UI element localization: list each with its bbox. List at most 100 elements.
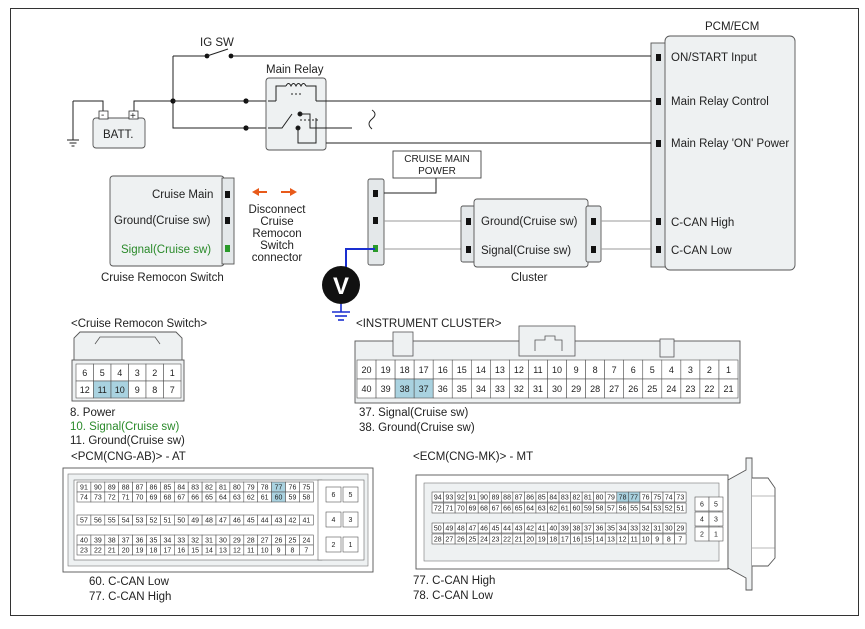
ecm-pin-14-label: 14 bbox=[596, 536, 604, 543]
cluster-pin-3-label: 3 bbox=[688, 365, 693, 375]
pcm-pin-39-label: 39 bbox=[94, 537, 102, 544]
cluster-pin-22-label: 22 bbox=[704, 384, 714, 394]
ecm-pin-91-label: 91 bbox=[469, 494, 477, 501]
pcm-pin-84-label: 84 bbox=[177, 484, 185, 491]
pcm-pin-81-label: 81 bbox=[219, 484, 227, 491]
ecm-connector-title: <ECM(CNG-MK)> - MT bbox=[413, 451, 533, 463]
pcm-side-pin-6-cell bbox=[325, 486, 342, 503]
pcm-pin-87-label: 87 bbox=[136, 484, 144, 491]
ecm-side-pin-1-label: 1 bbox=[714, 531, 718, 538]
pcm-pin-55-label: 55 bbox=[108, 517, 116, 524]
cruise-pin-12-label: 12 bbox=[80, 385, 90, 395]
ecm-pin-12-label: 12 bbox=[619, 536, 627, 543]
cruise-remocon-switch-title: Cruise Remocon Switch bbox=[101, 272, 224, 284]
disconnect-line-5: connector bbox=[252, 252, 303, 264]
ecm-pin-38-label: 38 bbox=[572, 525, 580, 532]
ecm-pin-31-label: 31 bbox=[653, 525, 661, 532]
pcm-pin-46-label: 46 bbox=[233, 517, 241, 524]
cluster-pin-4-label: 4 bbox=[669, 365, 674, 375]
ecm-side-pin-3-cell bbox=[708, 511, 724, 527]
cluster-pin-19-label: 19 bbox=[381, 365, 391, 375]
pcm-pin-79-label: 79 bbox=[247, 484, 255, 491]
pcm-pin-7-cell bbox=[299, 544, 314, 556]
cluster-title: Cluster bbox=[511, 272, 548, 284]
main-relay-on-power-label: Main Relay 'ON' Power bbox=[671, 138, 789, 150]
pcm-pin-22-label: 22 bbox=[94, 547, 102, 554]
voltmeter-symbol bbox=[322, 266, 360, 304]
ecm-pin-29-label: 29 bbox=[676, 525, 684, 532]
pcm-pin-31-label: 31 bbox=[205, 537, 213, 544]
cluster-pin-r1 bbox=[591, 218, 596, 225]
ecm-pin-48-label: 48 bbox=[457, 525, 465, 532]
main-relay-label: Main Relay bbox=[266, 64, 324, 76]
cruise-pin-9-label: 9 bbox=[135, 385, 140, 395]
pcm-pin-50-label: 50 bbox=[177, 517, 185, 524]
ecm-pin-8-label: 8 bbox=[667, 536, 671, 543]
pcm-pin-72-label: 72 bbox=[108, 494, 116, 501]
pcm-pin-25-label: 25 bbox=[289, 537, 297, 544]
ecm-pin-61-label: 61 bbox=[561, 505, 569, 512]
ecm-pin-79-label: 79 bbox=[607, 494, 615, 501]
pcm-pin-40-label: 40 bbox=[80, 537, 88, 544]
cruise-pin-7-label: 7 bbox=[170, 385, 175, 395]
pcm-pin-19-label: 19 bbox=[136, 547, 144, 554]
cluster-pin-25-label: 25 bbox=[647, 384, 657, 394]
pcm-pin-38-label: 38 bbox=[108, 537, 116, 544]
pcm-pin-78-label: 78 bbox=[261, 484, 269, 491]
pcm-pin-54-label: 54 bbox=[122, 517, 130, 524]
pcm-pin-26-label: 26 bbox=[275, 537, 283, 544]
pcm-pin-15-label: 15 bbox=[191, 547, 199, 554]
cluster-pin-38-label: 38 bbox=[400, 384, 410, 394]
main-relay-box bbox=[265, 77, 327, 151]
pcm-pin-41-cell bbox=[299, 514, 314, 526]
pcm-pin-64-label: 64 bbox=[219, 494, 227, 501]
ecm-pin-19-label: 19 bbox=[538, 536, 546, 543]
pcm-pin-c-can-high bbox=[656, 218, 661, 225]
cluster-pin-20-label: 20 bbox=[362, 365, 372, 375]
pcm-side-pin-4-label: 4 bbox=[332, 517, 336, 524]
ecm-pin-58-label: 58 bbox=[596, 505, 604, 512]
pcm-pin-68-label: 68 bbox=[163, 494, 171, 501]
cluster-pin-2-label: 2 bbox=[707, 365, 712, 375]
cluster-pin-l2 bbox=[466, 246, 471, 253]
cruise-main-power-box bbox=[392, 150, 482, 179]
cluster-right-connector bbox=[585, 205, 602, 263]
ecm-pin-73-label: 73 bbox=[676, 494, 684, 501]
on-start-input-label: ON/START Input bbox=[671, 52, 757, 64]
pcm-pin-91-label: 91 bbox=[80, 484, 88, 491]
ecm-pin-73-cell bbox=[674, 491, 687, 503]
ecm-pin-78-label: 78 bbox=[619, 494, 627, 501]
ecm-pin-69-label: 69 bbox=[469, 505, 477, 512]
cluster-pin-34-label: 34 bbox=[476, 384, 486, 394]
cluster-pin-40-label: 40 bbox=[362, 384, 372, 394]
ecm-pin-45-label: 45 bbox=[492, 525, 500, 532]
ecm-pin-77-label: 77 bbox=[630, 494, 638, 501]
pcm-pin-32-label: 32 bbox=[191, 537, 199, 544]
cluster-note-signal: 37. Signal(Cruise sw) bbox=[359, 407, 468, 419]
pcm-pin-12-label: 12 bbox=[233, 547, 241, 554]
ecm-side-pin-5-cell bbox=[708, 496, 724, 512]
ecm-pin-83-label: 83 bbox=[561, 494, 569, 501]
ecm-pin-62-label: 62 bbox=[549, 505, 557, 512]
ecm-pin-74-label: 74 bbox=[665, 494, 673, 501]
ecm-pin-40-label: 40 bbox=[549, 525, 557, 532]
ecm-pin-65-label: 65 bbox=[515, 505, 523, 512]
ecm-pin-47-label: 47 bbox=[469, 525, 477, 532]
pcm-pin-c-can-low bbox=[656, 246, 661, 253]
cluster-pin-l1 bbox=[466, 218, 471, 225]
ecm-note-c-can-low: 78. C-CAN Low bbox=[413, 590, 494, 602]
cruise-note-signal: 10. Signal(Cruise sw) bbox=[70, 421, 179, 433]
cruise-note-ground: 11. Ground(Cruise sw) bbox=[70, 435, 185, 447]
pcm-pin-53-label: 53 bbox=[136, 517, 144, 524]
ig-sw-label: IG SW bbox=[200, 37, 234, 49]
cluster-pin-7-label: 7 bbox=[612, 365, 617, 375]
harness-pin-signal bbox=[373, 245, 378, 252]
pcm-side-pin-1-label: 1 bbox=[349, 542, 353, 549]
cluster-pin-23-label: 23 bbox=[685, 384, 695, 394]
pcm-connector-title: <PCM(CNG-AB)> - AT bbox=[71, 451, 186, 463]
cruise-pin-7-cell bbox=[163, 380, 182, 399]
cluster-pin-28-label: 28 bbox=[590, 384, 600, 394]
